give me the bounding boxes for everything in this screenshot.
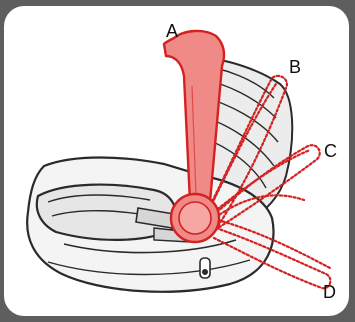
car-seat-illustration (4, 6, 349, 316)
label-d: D (323, 283, 336, 301)
label-b: B (289, 58, 301, 76)
illustration-panel: A B C D (4, 6, 349, 316)
handle-position-a (164, 31, 224, 242)
label-c: C (324, 142, 337, 160)
latch (200, 258, 210, 278)
label-a: A (166, 22, 178, 40)
